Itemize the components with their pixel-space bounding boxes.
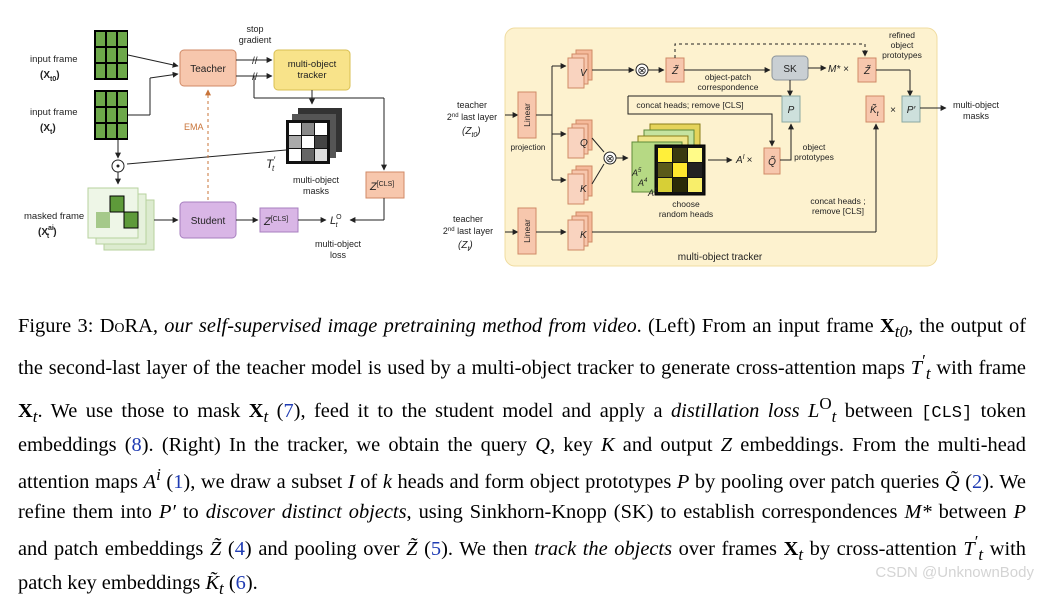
- projection-label: projection: [511, 143, 546, 152]
- second-last-bottom: 2nd last layer: [443, 226, 493, 236]
- mstar-symbol: M* ×: [828, 64, 849, 75]
- v-symbol: V: [580, 68, 588, 79]
- q-stack: [567, 119, 593, 159]
- masked-frame-stack: [87, 187, 155, 251]
- p-symbol: P: [788, 105, 795, 116]
- ztilde-symbol: Z̃: [671, 64, 679, 77]
- stop-gradient-mark-2: //: [252, 72, 258, 83]
- stop-gradient-mark-1: //: [252, 56, 258, 67]
- v-stack: [567, 49, 593, 89]
- k2-symbol: K: [580, 230, 588, 241]
- linear-bottom-box: [517, 207, 537, 255]
- concat-bottom-label: concat heads ;remove [CLS]: [810, 196, 865, 216]
- tracker-panel: [504, 27, 938, 267]
- a4-symbol: A4: [637, 178, 648, 188]
- linear-top-label: Linear: [522, 103, 532, 127]
- input-frame-symbol: (Xt0): [40, 70, 60, 83]
- p-box: [781, 95, 801, 123]
- k2-stack: [567, 211, 593, 251]
- zt0-symbol: (Zt0): [462, 126, 481, 139]
- ai-symbol: AI×: [735, 154, 753, 166]
- linear-bottom-label: Linear: [522, 219, 532, 243]
- ztilde2-symbol: Z̃: [863, 64, 871, 77]
- pprime-symbol: P′: [907, 105, 917, 116]
- attention-map-symbol: T′t: [266, 155, 275, 173]
- input-frame-label: input frame: [30, 54, 78, 65]
- student-zcls-symbol: Z[CLS]: [263, 216, 288, 228]
- multi-object-masks-stack: [286, 108, 342, 164]
- teacher-zcls-symbol: Z[CLS]: [369, 181, 394, 193]
- times-symbol: ×: [890, 105, 896, 116]
- input-frame-t0-grid: [94, 30, 128, 80]
- second-last-top: 2nd last layer: [447, 112, 497, 122]
- input-frame-symbol-2: (Xt): [40, 123, 56, 136]
- qtilde-symbol: Q̃: [768, 155, 776, 168]
- qtilde-box: [763, 147, 781, 175]
- right-diagram: multi-object tracker teacher 2nd last la…: [443, 27, 1000, 267]
- teacher-label: Teacher: [190, 64, 226, 75]
- student-zcls-box: [259, 207, 299, 233]
- teacher-zcls-box: [365, 171, 405, 199]
- left-diagram: input frame (Xt0) input frame (Xt) Teach…: [24, 24, 405, 260]
- svg-text:⊗: ⊗: [605, 153, 614, 165]
- svg-text:⊗: ⊗: [637, 65, 646, 77]
- a1-symbol: A1: [647, 188, 657, 198]
- sk-label: SK: [783, 64, 797, 75]
- zt-symbol: (Zt): [458, 240, 473, 253]
- masked-frame-label: masked frame: [24, 211, 84, 222]
- input-frame-t-grid: [94, 90, 128, 140]
- q-symbol: Q: [580, 138, 588, 149]
- teacher-top-label: teacher: [457, 100, 487, 110]
- teacher-box: [179, 49, 237, 87]
- ktilde-symbol: K̃t: [870, 103, 880, 118]
- tracker-panel-label: multi-object tracker: [678, 252, 763, 263]
- figure-diagram: input frame (Xt0) input frame (Xt) Teach…: [24, 24, 1000, 267]
- a5-symbol: A5: [631, 168, 642, 178]
- teacher-bottom-label: teacher: [453, 214, 483, 224]
- concat-top-label: concat heads; remove [CLS]: [636, 100, 743, 110]
- k-symbol: K: [580, 184, 588, 195]
- watermark: CSDN @UnknownBody: [875, 564, 1034, 581]
- student-label: Student: [191, 216, 226, 227]
- k-stack: [567, 165, 593, 205]
- input-frame-label-2: input frame: [30, 107, 78, 118]
- ktilde-box: [865, 95, 885, 123]
- figure-caption: Figure 3: DoRA, our self-supervised imag…: [18, 315, 1027, 599]
- pprime-box: [901, 95, 921, 123]
- ema-label: EMA: [184, 122, 204, 132]
- attention-heads-stack: [631, 123, 706, 196]
